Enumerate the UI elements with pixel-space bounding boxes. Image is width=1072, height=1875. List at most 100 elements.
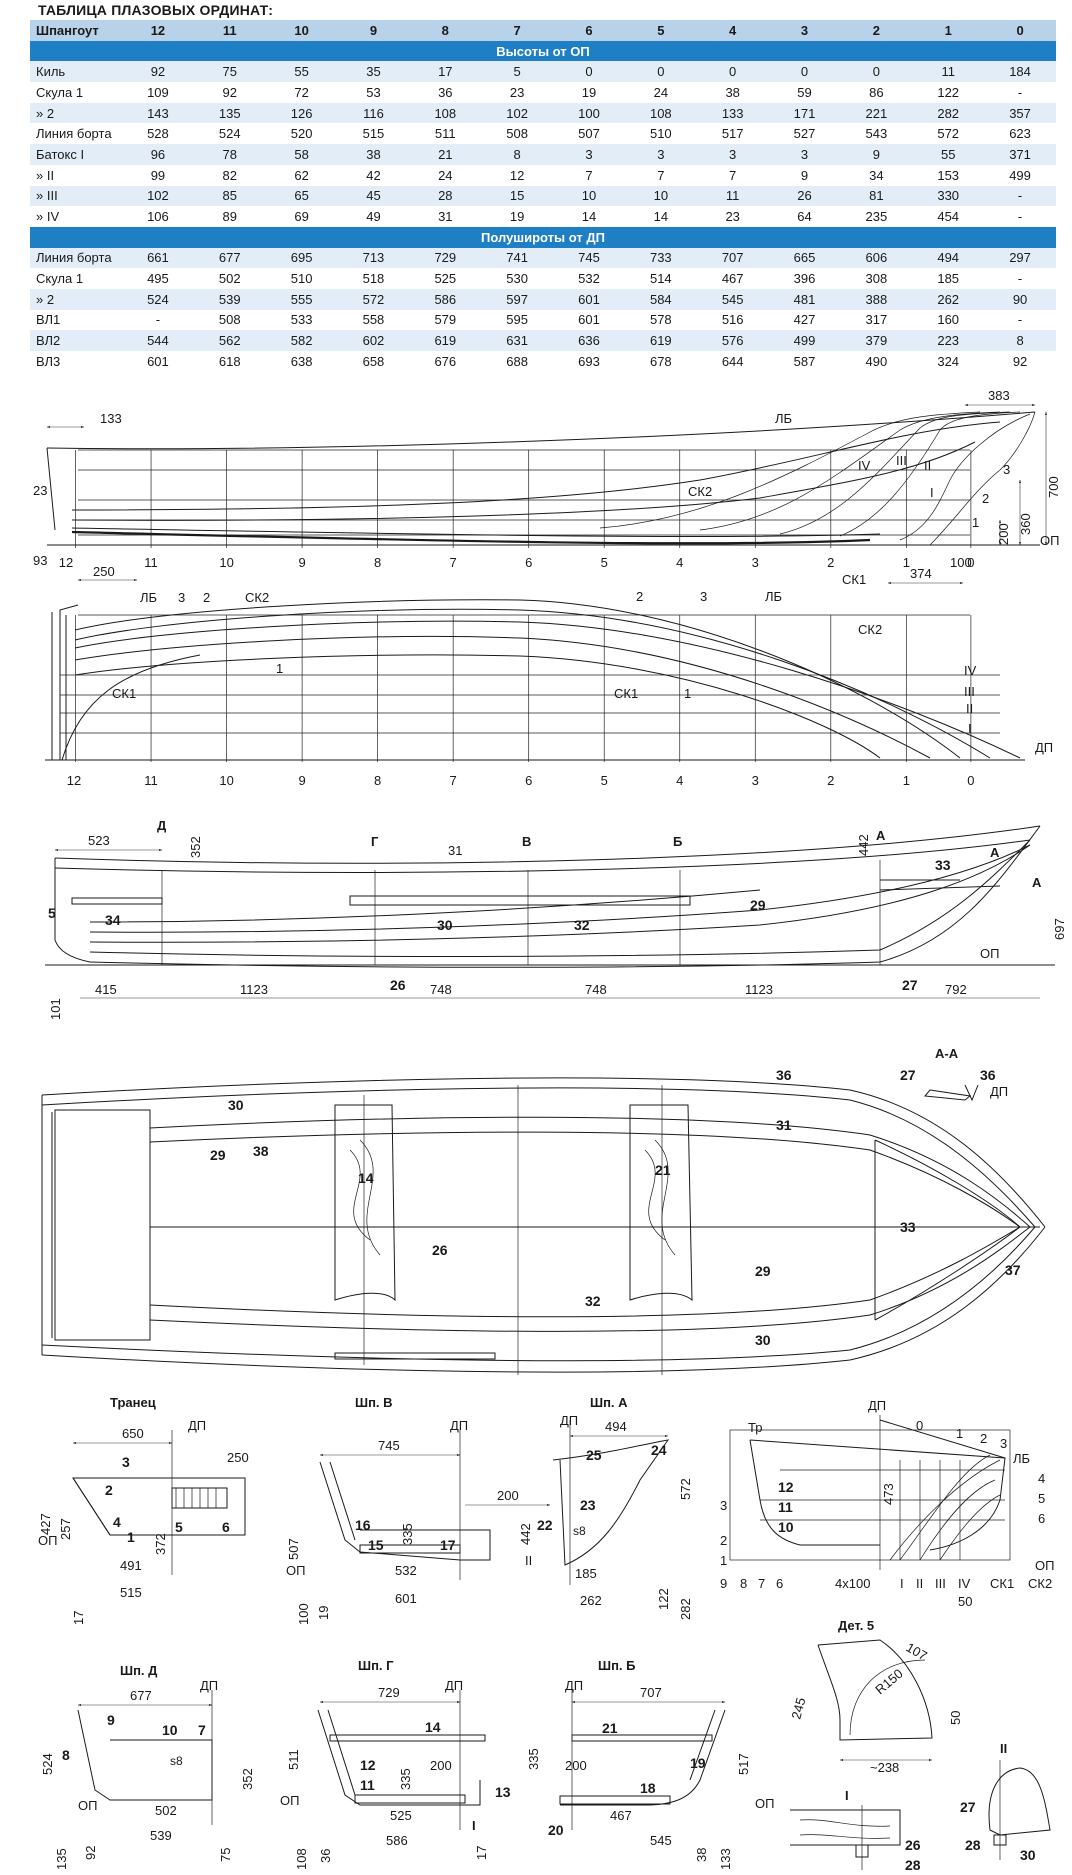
- table-cell: 576: [696, 330, 769, 351]
- page-title: ТАБЛИЦА ПЛАЗОВЫХ ОРДИНАТ:: [38, 2, 274, 18]
- transom-p3: 3: [122, 1454, 130, 1470]
- table-cell: 508: [481, 123, 554, 145]
- profile-frame-5: 5: [601, 555, 608, 570]
- body-tr: Тр: [748, 1420, 762, 1435]
- transom-d515: 515: [120, 1585, 142, 1600]
- row-label: » III: [30, 185, 122, 207]
- sha-dp: ДП: [560, 1413, 578, 1428]
- table-cell: 143: [122, 102, 194, 124]
- shv-d745: 745: [378, 1438, 400, 1453]
- shg-p12: 12: [360, 1757, 376, 1773]
- plan-label-i: I: [968, 721, 972, 736]
- table-cell: 235: [840, 206, 913, 227]
- transom-dp: ДП: [188, 1418, 206, 1433]
- table-cell: 0: [696, 61, 769, 83]
- table-cell: 388: [840, 288, 913, 310]
- part-29: 29: [750, 897, 766, 913]
- shd-d135: 135: [54, 1848, 69, 1870]
- table-cell: 507: [553, 123, 625, 145]
- shd-op: ОП: [78, 1798, 97, 1813]
- sha-s8: s8: [573, 1524, 586, 1538]
- table-cell: 317: [840, 309, 913, 331]
- row-label: Скула 1: [30, 82, 122, 103]
- sha-p22: 22: [537, 1517, 553, 1533]
- table-cell: 64: [768, 206, 841, 227]
- part-31: 31: [448, 843, 462, 858]
- row-label: ВЛ2: [30, 330, 122, 351]
- table-cell: 357: [984, 102, 1056, 124]
- table-cell: 184: [984, 61, 1056, 83]
- nodei-p26: 26: [905, 1837, 921, 1853]
- side-dim-101: 101: [48, 998, 63, 1020]
- table-cell: 3: [553, 144, 625, 165]
- body-plan: ДП Тр ЛБ СК1 СК2 ОП 473 4x100 50 0 1 2 3…: [720, 1398, 1054, 1609]
- aa-part-27: 27: [900, 1067, 916, 1083]
- table-cell: 223: [912, 330, 985, 351]
- plan-frame-5: 5: [601, 773, 608, 788]
- plan-label-sk2b: СК2: [858, 622, 882, 637]
- table-cell: 601: [122, 351, 194, 372]
- table-cell: 55: [912, 144, 985, 165]
- transom-d491: 491: [120, 1558, 142, 1573]
- table-cell: 81: [840, 185, 913, 207]
- plan-label-iv: IV: [964, 663, 977, 678]
- top-part-26: 26: [432, 1242, 448, 1258]
- dim-250: 250: [93, 564, 115, 579]
- part-27: 27: [902, 977, 918, 993]
- frame-header: 9: [337, 20, 410, 41]
- table-cell: 24: [409, 164, 482, 186]
- profile-view: 133 383 23 93 250 200 360 700 100 374 ЛБ…: [33, 388, 1061, 587]
- table-cell: 530: [481, 268, 554, 289]
- shv-d601: 601: [395, 1591, 417, 1606]
- plan-frame-6: 6: [525, 773, 532, 788]
- transom-p6: 6: [222, 1519, 230, 1535]
- section-letter-d: Д: [157, 818, 167, 833]
- frame-header: 3: [768, 20, 841, 41]
- dim-93: 93: [33, 553, 47, 568]
- table-cell: 109: [122, 82, 194, 103]
- top-part-14: 14: [358, 1170, 374, 1186]
- top-part-31: 31: [776, 1117, 792, 1133]
- buttock-ii: II: [924, 458, 931, 473]
- side-dim-748b: 748: [585, 982, 607, 997]
- shb-dp: ДП: [565, 1678, 583, 1693]
- profile-frame-10: 10: [219, 555, 233, 570]
- dim-374: 374: [910, 566, 932, 581]
- table-cell: 15: [481, 185, 554, 207]
- section-letter-aa2: А: [1032, 875, 1042, 890]
- sha-d122: 122: [656, 1588, 671, 1610]
- transom-d257: 257: [58, 1518, 73, 1540]
- table-cell: 396: [768, 268, 841, 289]
- plan-frame-4: 4: [676, 773, 683, 788]
- shd-d677: 677: [130, 1688, 152, 1703]
- shg-d108: 108: [294, 1848, 309, 1870]
- plan-frame-3: 3: [752, 773, 759, 788]
- side-dim-697: 697: [1052, 918, 1067, 940]
- table-cell: 520: [265, 123, 338, 145]
- sha-d494: 494: [605, 1419, 627, 1434]
- body-sk1: СК1: [990, 1576, 1014, 1591]
- table-cell: 19: [553, 82, 625, 103]
- table-cell: 23: [481, 82, 554, 103]
- table-cell: 516: [696, 309, 769, 331]
- table-cell: 508: [193, 309, 266, 331]
- table-cell: -: [984, 309, 1056, 331]
- shd-d75: 75: [218, 1848, 233, 1862]
- table-cell: 601: [553, 288, 625, 310]
- sha-ii: II: [525, 1553, 532, 1568]
- table-cell: 544: [122, 330, 194, 351]
- row-label: Линия борта: [30, 123, 122, 145]
- table-cell: 92: [984, 351, 1056, 372]
- table-cell: 619: [409, 330, 482, 351]
- plan-frame-10: 10: [219, 773, 233, 788]
- table-cell: 665: [768, 247, 841, 269]
- shb-d133: 133: [718, 1848, 733, 1870]
- plan-frame-2: 2: [827, 773, 834, 788]
- dim-133: 133: [100, 411, 122, 426]
- profile-frame-2: 2: [827, 555, 834, 570]
- body-f5: 5: [1038, 1491, 1045, 1506]
- table-cell: 528: [122, 123, 194, 145]
- body-b3: III: [935, 1576, 946, 1591]
- frame-header: 6: [553, 20, 625, 41]
